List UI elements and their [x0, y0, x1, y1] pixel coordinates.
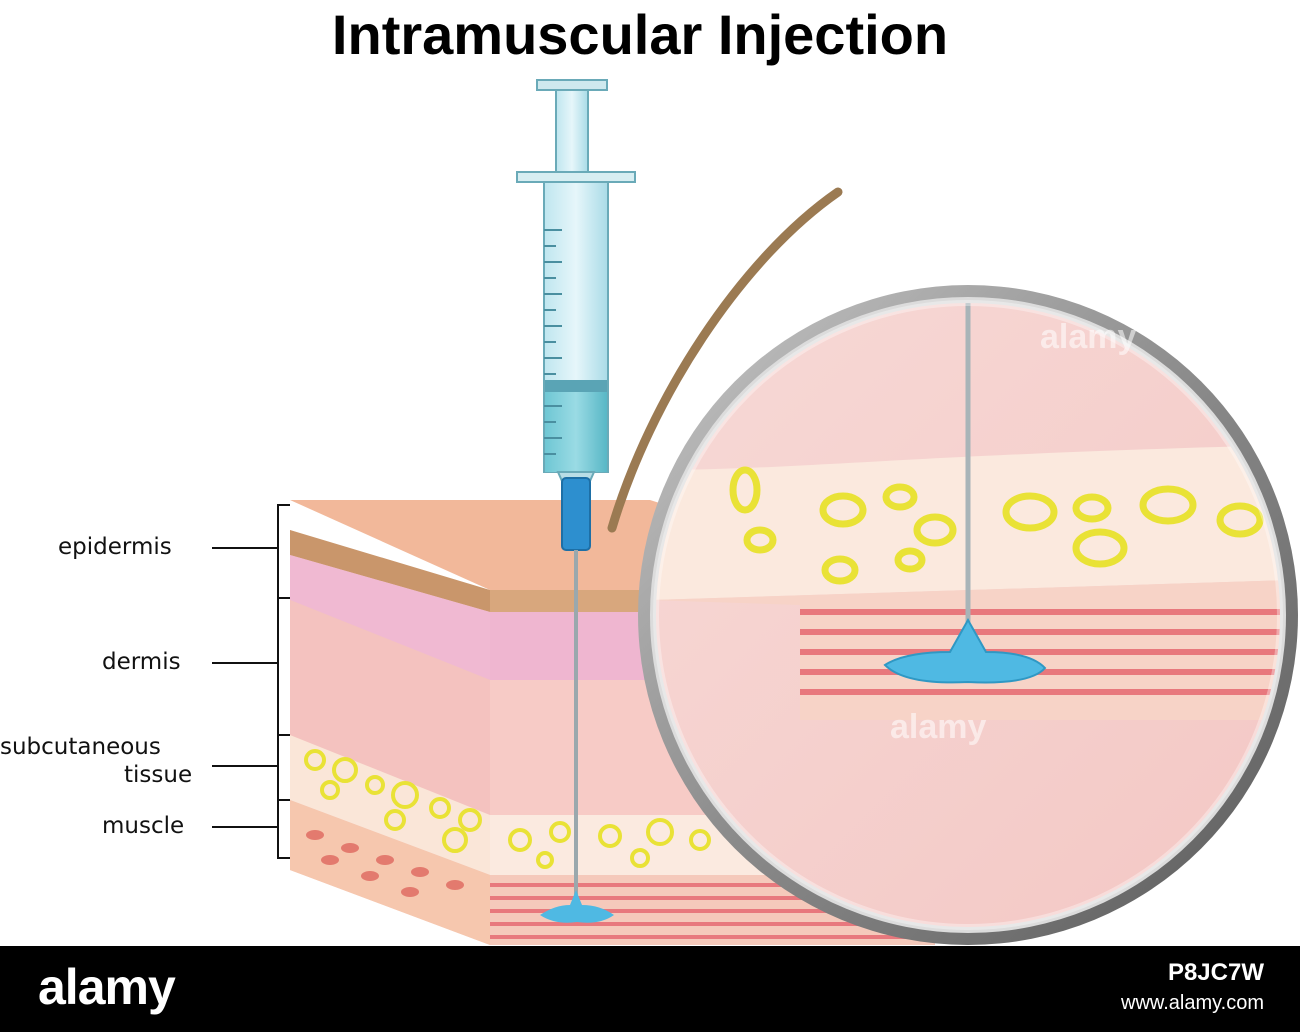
label-dermis: dermis [102, 649, 181, 675]
watermark-middle: alamy [890, 708, 987, 746]
plunger-rod [555, 89, 589, 173]
fat-cells [304, 749, 711, 869]
footer-bar: alamy P8JC7W www.alamy.com [0, 946, 1300, 1032]
barrel-flange [516, 171, 636, 183]
footer-site: www.alamy.com [1121, 992, 1264, 1014]
footer-image-id: P8JC7W [1167, 959, 1264, 986]
needle-hub [561, 477, 591, 551]
syringe-liquid [545, 390, 607, 472]
diagram-title: Intramuscular Injection [331, 3, 949, 66]
label-bracket [212, 504, 290, 859]
dermis-upper-band [290, 555, 490, 680]
magnified-view [656, 303, 1280, 927]
muscle-layer [290, 800, 490, 945]
label-epidermis: epidermis [58, 534, 172, 560]
footer-image-info: P8JC7W www.alamy.com [1121, 958, 1264, 1018]
muscle-cells-front [306, 830, 464, 897]
subcutaneous-layer [290, 735, 490, 875]
epidermis-layer [290, 530, 490, 612]
plunger-thumb [536, 79, 608, 91]
diagram-illustration [212, 79, 1298, 945]
syringe [516, 79, 636, 923]
footer-logo: alamy [38, 959, 176, 1015]
watermark-top: alamy [1040, 318, 1137, 356]
label-muscle: muscle [102, 813, 185, 839]
label-subcutaneous-line1: subcutaneous [0, 734, 161, 760]
plunger-stopper [545, 380, 607, 392]
label-subcutaneous-line2: tissue [124, 762, 193, 788]
hair-strand [607, 187, 843, 533]
magnifier [638, 285, 1298, 945]
dermis-layer [290, 600, 490, 815]
injected-liquid [540, 890, 614, 923]
syringe-scale-marks [544, 229, 562, 455]
